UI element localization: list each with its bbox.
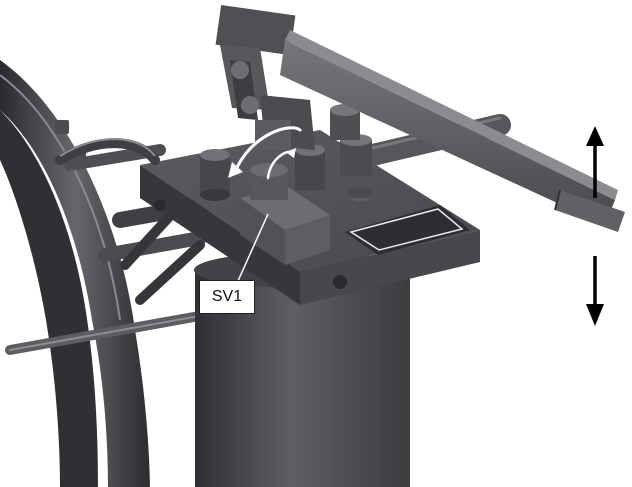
pump-linkage [215, 5, 315, 150]
pump-handle [280, 30, 625, 232]
hose [55, 138, 160, 165]
arrow-up-icon [586, 126, 604, 198]
sv1-label-text: SV1 [211, 288, 243, 305]
hose-highlight [59, 138, 156, 157]
rotation-arrows [228, 126, 302, 180]
arrow-down-icon [586, 256, 604, 326]
sv1-leader-line [237, 213, 269, 282]
nameplate [345, 205, 470, 255]
sv1-callout-label: SV1 [199, 280, 255, 314]
flange-ring [0, 60, 150, 487]
fittings [200, 104, 372, 201]
